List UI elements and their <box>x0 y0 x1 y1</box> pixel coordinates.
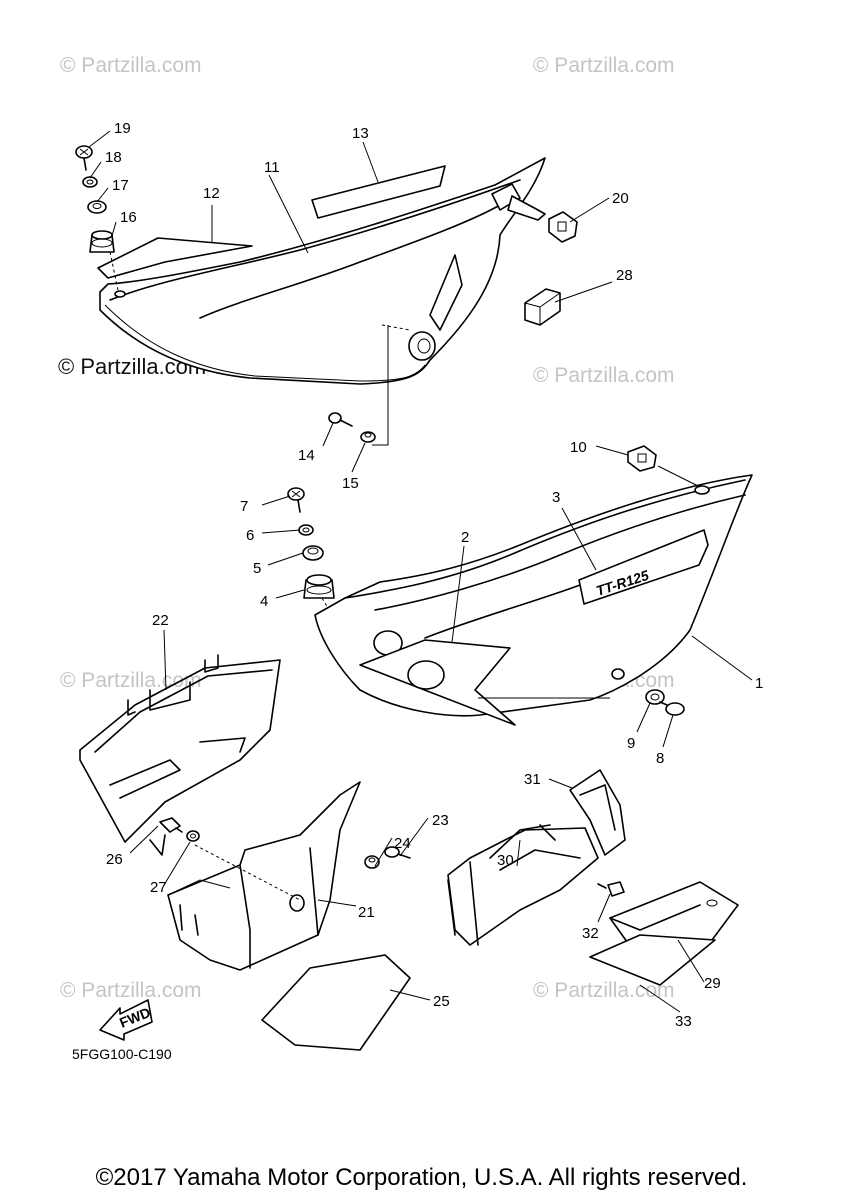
band-31 <box>569 769 626 856</box>
callout-8: 8 <box>656 750 664 767</box>
callout-labels: 1 2 3 4 5 6 7 8 9 10 11 12 13 14 15 16 1… <box>105 120 763 1030</box>
bolt-26 <box>159 817 183 833</box>
bolt-14 <box>328 412 353 427</box>
grommet-20 <box>548 211 578 243</box>
toolbox-21 <box>167 781 361 971</box>
callout-22: 22 <box>152 612 169 629</box>
callout-23: 23 <box>432 812 449 829</box>
callout-10: 10 <box>570 439 587 456</box>
callout-11: 11 <box>264 159 280 176</box>
callout-2: 2 <box>461 529 469 546</box>
callout-15: 15 <box>342 475 359 492</box>
watermark-top-right: © Partzilla.com <box>533 54 675 77</box>
fastener-stack-upper <box>75 145 119 291</box>
callout-30: 30 <box>497 852 514 869</box>
callout-14: 14 <box>298 447 315 464</box>
decal-3 <box>578 529 709 605</box>
callout-13: 13 <box>352 125 369 142</box>
sheet-25 <box>261 954 411 1051</box>
battery-box-30 <box>447 824 599 946</box>
callout-31: 31 <box>524 771 541 788</box>
watermark-mid-right: © Partzilla.com <box>533 364 675 387</box>
decal-12 <box>97 237 253 279</box>
collar-15 <box>360 431 376 443</box>
washer-9 <box>645 689 665 705</box>
pad-33 <box>589 934 716 986</box>
callout-17: 17 <box>112 177 129 194</box>
callout-20: 20 <box>612 190 629 207</box>
callout-1: 1 <box>755 675 763 692</box>
callout-21: 21 <box>358 904 375 921</box>
diagram-code: 5FGG100-C190 <box>72 1046 172 1062</box>
watermark-bottom-left: © Partzilla.com <box>60 979 202 1002</box>
callout-4: 4 <box>260 593 268 610</box>
leader-lines <box>88 130 753 1013</box>
callout-16: 16 <box>120 209 137 226</box>
copyright-notice: ©2017 Yamaha Motor Corporation, U.S.A. A… <box>95 1164 748 1191</box>
washer-27 <box>186 830 200 842</box>
decal-13 <box>311 165 446 219</box>
callout-28: 28 <box>616 267 633 284</box>
callout-26: 26 <box>106 851 123 868</box>
callout-25: 25 <box>433 993 450 1010</box>
callout-9: 9 <box>627 735 635 752</box>
callout-33: 33 <box>675 1013 692 1030</box>
fwd-arrow-icon: FWD <box>99 999 153 1041</box>
callout-5: 5 <box>253 560 261 577</box>
side-cover: TT-R125 <box>314 474 753 717</box>
bolt-32 <box>597 881 625 897</box>
callout-18: 18 <box>105 149 122 166</box>
callout-12: 12 <box>203 185 220 202</box>
callout-27: 27 <box>150 879 167 896</box>
callout-24: 24 <box>394 835 411 852</box>
upper-side-cover <box>99 157 546 385</box>
grommet-10 <box>627 445 657 472</box>
fastener-stack-lower <box>287 487 335 609</box>
callout-29: 29 <box>704 975 721 992</box>
bracket-22 <box>79 654 281 856</box>
callout-7: 7 <box>240 498 248 515</box>
callout-6: 6 <box>246 527 254 544</box>
callout-19: 19 <box>114 120 131 137</box>
callout-3: 3 <box>552 489 560 506</box>
bolt-8 <box>659 701 685 716</box>
callout-32: 32 <box>582 925 599 942</box>
watermark-top-left: © Partzilla.com <box>60 54 202 77</box>
watermark-bottom-right: © Partzilla.com <box>533 979 675 1002</box>
pad-28 <box>524 288 561 326</box>
bolt-23 <box>384 846 411 859</box>
